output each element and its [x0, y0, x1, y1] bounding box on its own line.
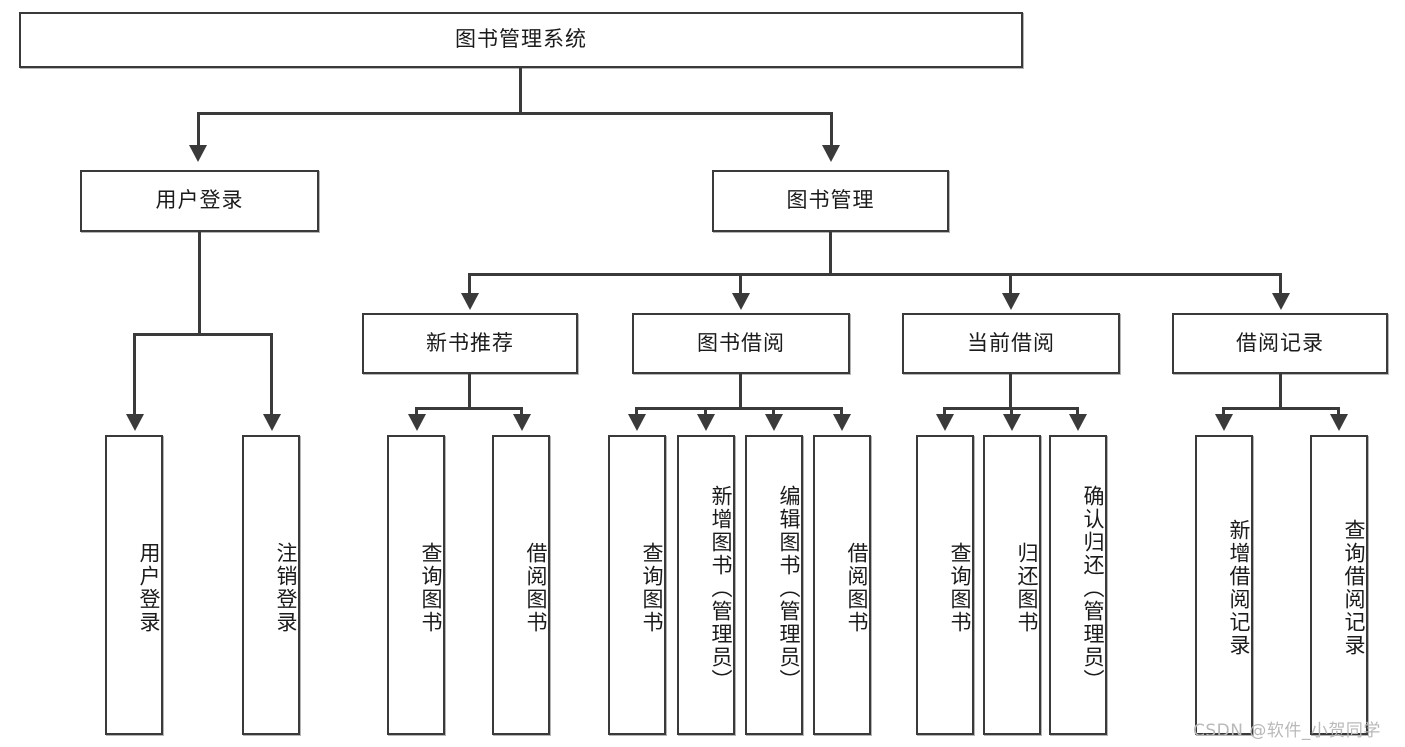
- leaf-add-book[interactable]: 新增图书（管理员）: [677, 435, 735, 735]
- arrow-current-borrow-child-1: [936, 414, 954, 431]
- leaf-confirm-return-label: 确认归还（管理员）: [1081, 484, 1105, 692]
- node-borrow-record[interactable]: 借阅记录: [1172, 313, 1388, 374]
- node-book-management[interactable]: 图书管理: [712, 170, 949, 232]
- node-book-borrow-label: 图书借阅: [697, 330, 785, 355]
- node-user-login-label: 用户登录: [155, 188, 244, 213]
- leaf-user-login-label: 用户登录: [137, 542, 161, 634]
- leaf-borrow-book-1[interactable]: 借阅图书: [492, 435, 550, 735]
- arrow-borrow-record-child-1: [1215, 414, 1233, 431]
- leaf-query-book-3[interactable]: 查询图书: [916, 435, 974, 735]
- leaf-query-record[interactable]: 查询借阅记录: [1310, 435, 1368, 735]
- connector-bm-to-new-book: [468, 273, 471, 295]
- leaf-logout-login-label: 注销登录: [274, 542, 298, 634]
- node-borrow-record-label: 借阅记录: [1236, 330, 1324, 355]
- connector-new-book-child-2: [520, 407, 523, 416]
- connector-book-management-stem: [829, 232, 832, 274]
- leaf-borrow-book-2-label: 借阅图书: [845, 542, 869, 634]
- leaf-user-login[interactable]: 用户登录: [105, 435, 163, 735]
- connector-book-borrow-child-2: [704, 407, 707, 416]
- leaf-return-book[interactable]: 归还图书: [983, 435, 1041, 735]
- connector-borrow-record-child-1: [1222, 407, 1225, 416]
- connector-new-book-stem: [468, 374, 471, 408]
- node-new-book-recommend[interactable]: 新书推荐: [362, 313, 578, 374]
- node-current-borrow-label: 当前借阅: [967, 330, 1055, 355]
- arrow-bm-to-book-borrow: [732, 293, 750, 310]
- leaf-query-book-2[interactable]: 查询图书: [608, 435, 666, 735]
- node-root[interactable]: 图书管理系统: [19, 12, 1023, 68]
- connector-book-borrow-child-3: [772, 407, 775, 416]
- connector-user-login-child-1: [133, 333, 136, 416]
- leaf-edit-book-label: 编辑图书（管理员）: [777, 484, 801, 692]
- connector-new-book-child-1: [415, 407, 418, 416]
- arrow-current-borrow-child-2: [1003, 414, 1021, 431]
- connector-root-stem: [519, 68, 522, 113]
- arrow-root-to-user-login: [189, 145, 207, 162]
- connector-borrow-record-stem: [1279, 374, 1282, 408]
- node-current-borrow[interactable]: 当前借阅: [902, 313, 1120, 374]
- leaf-query-book-1[interactable]: 查询图书: [387, 435, 445, 735]
- arrow-new-book-child-2: [513, 414, 531, 431]
- leaf-borrow-book-1-label: 借阅图书: [524, 542, 548, 634]
- leaf-add-record-label: 新增借阅记录: [1227, 519, 1251, 657]
- arrow-current-borrow-child-3: [1069, 414, 1087, 431]
- connector-current-borrow-child-2: [1010, 407, 1013, 416]
- connector-bm-to-current-borrow: [1009, 273, 1012, 295]
- arrow-book-borrow-child-1: [628, 414, 646, 431]
- leaf-query-record-label: 查询借阅记录: [1342, 519, 1366, 657]
- leaf-add-book-label: 新增图书（管理员）: [709, 484, 733, 692]
- connector-book-borrow-stem: [739, 374, 742, 408]
- connector-current-borrow-child-3: [1076, 407, 1079, 416]
- connector-new-book-bus: [415, 407, 523, 410]
- leaf-confirm-return[interactable]: 确认归还（管理员）: [1049, 435, 1107, 735]
- connector-user-login-bus: [133, 333, 273, 336]
- arrow-bm-to-new-book: [461, 293, 479, 310]
- arrow-borrow-record-child-2: [1330, 414, 1348, 431]
- connector-book-borrow-child-1: [635, 407, 638, 416]
- connector-user-login-stem: [198, 232, 201, 334]
- arrow-bm-to-current-borrow: [1002, 293, 1020, 310]
- leaf-return-book-label: 归还图书: [1015, 542, 1039, 634]
- connector-bm-to-borrow-record: [1279, 273, 1282, 295]
- connector-current-borrow-stem: [1009, 374, 1012, 408]
- connector-borrow-record-child-2: [1337, 407, 1340, 416]
- node-book-borrow[interactable]: 图书借阅: [632, 313, 850, 374]
- node-book-management-label: 图书管理: [786, 188, 875, 213]
- node-user-login[interactable]: 用户登录: [80, 170, 319, 232]
- node-new-book-recommend-label: 新书推荐: [426, 330, 514, 355]
- arrow-new-book-child-1: [408, 414, 426, 431]
- connector-current-borrow-child-1: [943, 407, 946, 416]
- connector-book-management-bus: [468, 273, 1280, 276]
- arrow-root-to-book-management: [822, 145, 840, 162]
- arrow-book-borrow-child-4: [833, 414, 851, 431]
- connector-book-borrow-child-4: [840, 407, 843, 416]
- connector-bm-to-book-borrow: [739, 273, 742, 295]
- arrow-bm-to-borrow-record: [1272, 293, 1290, 310]
- connector-root-to-book-management: [830, 112, 833, 147]
- csdn-watermark: CSDN @软件_小贺同学: [1193, 721, 1381, 741]
- arrow-book-borrow-child-3: [765, 414, 783, 431]
- leaf-edit-book[interactable]: 编辑图书（管理员）: [745, 435, 803, 735]
- leaf-borrow-book-2[interactable]: 借阅图书: [813, 435, 871, 735]
- connector-book-borrow-bus: [635, 407, 843, 410]
- connector-borrow-record-bus: [1222, 407, 1340, 410]
- arrow-user-login-child-2: [263, 414, 281, 431]
- node-root-label: 图书管理系统: [455, 27, 587, 52]
- leaf-query-book-1-label: 查询图书: [419, 542, 443, 634]
- leaf-add-record[interactable]: 新增借阅记录: [1195, 435, 1253, 735]
- leaf-query-book-3-label: 查询图书: [948, 542, 972, 634]
- leaf-logout-login[interactable]: 注销登录: [242, 435, 300, 735]
- connector-user-login-child-2: [270, 333, 273, 416]
- leaf-query-book-2-label: 查询图书: [640, 542, 664, 634]
- connector-root-to-user-login: [197, 112, 200, 147]
- connector-root-bus: [197, 112, 833, 115]
- arrow-user-login-child-1: [126, 414, 144, 431]
- arrow-book-borrow-child-2: [697, 414, 715, 431]
